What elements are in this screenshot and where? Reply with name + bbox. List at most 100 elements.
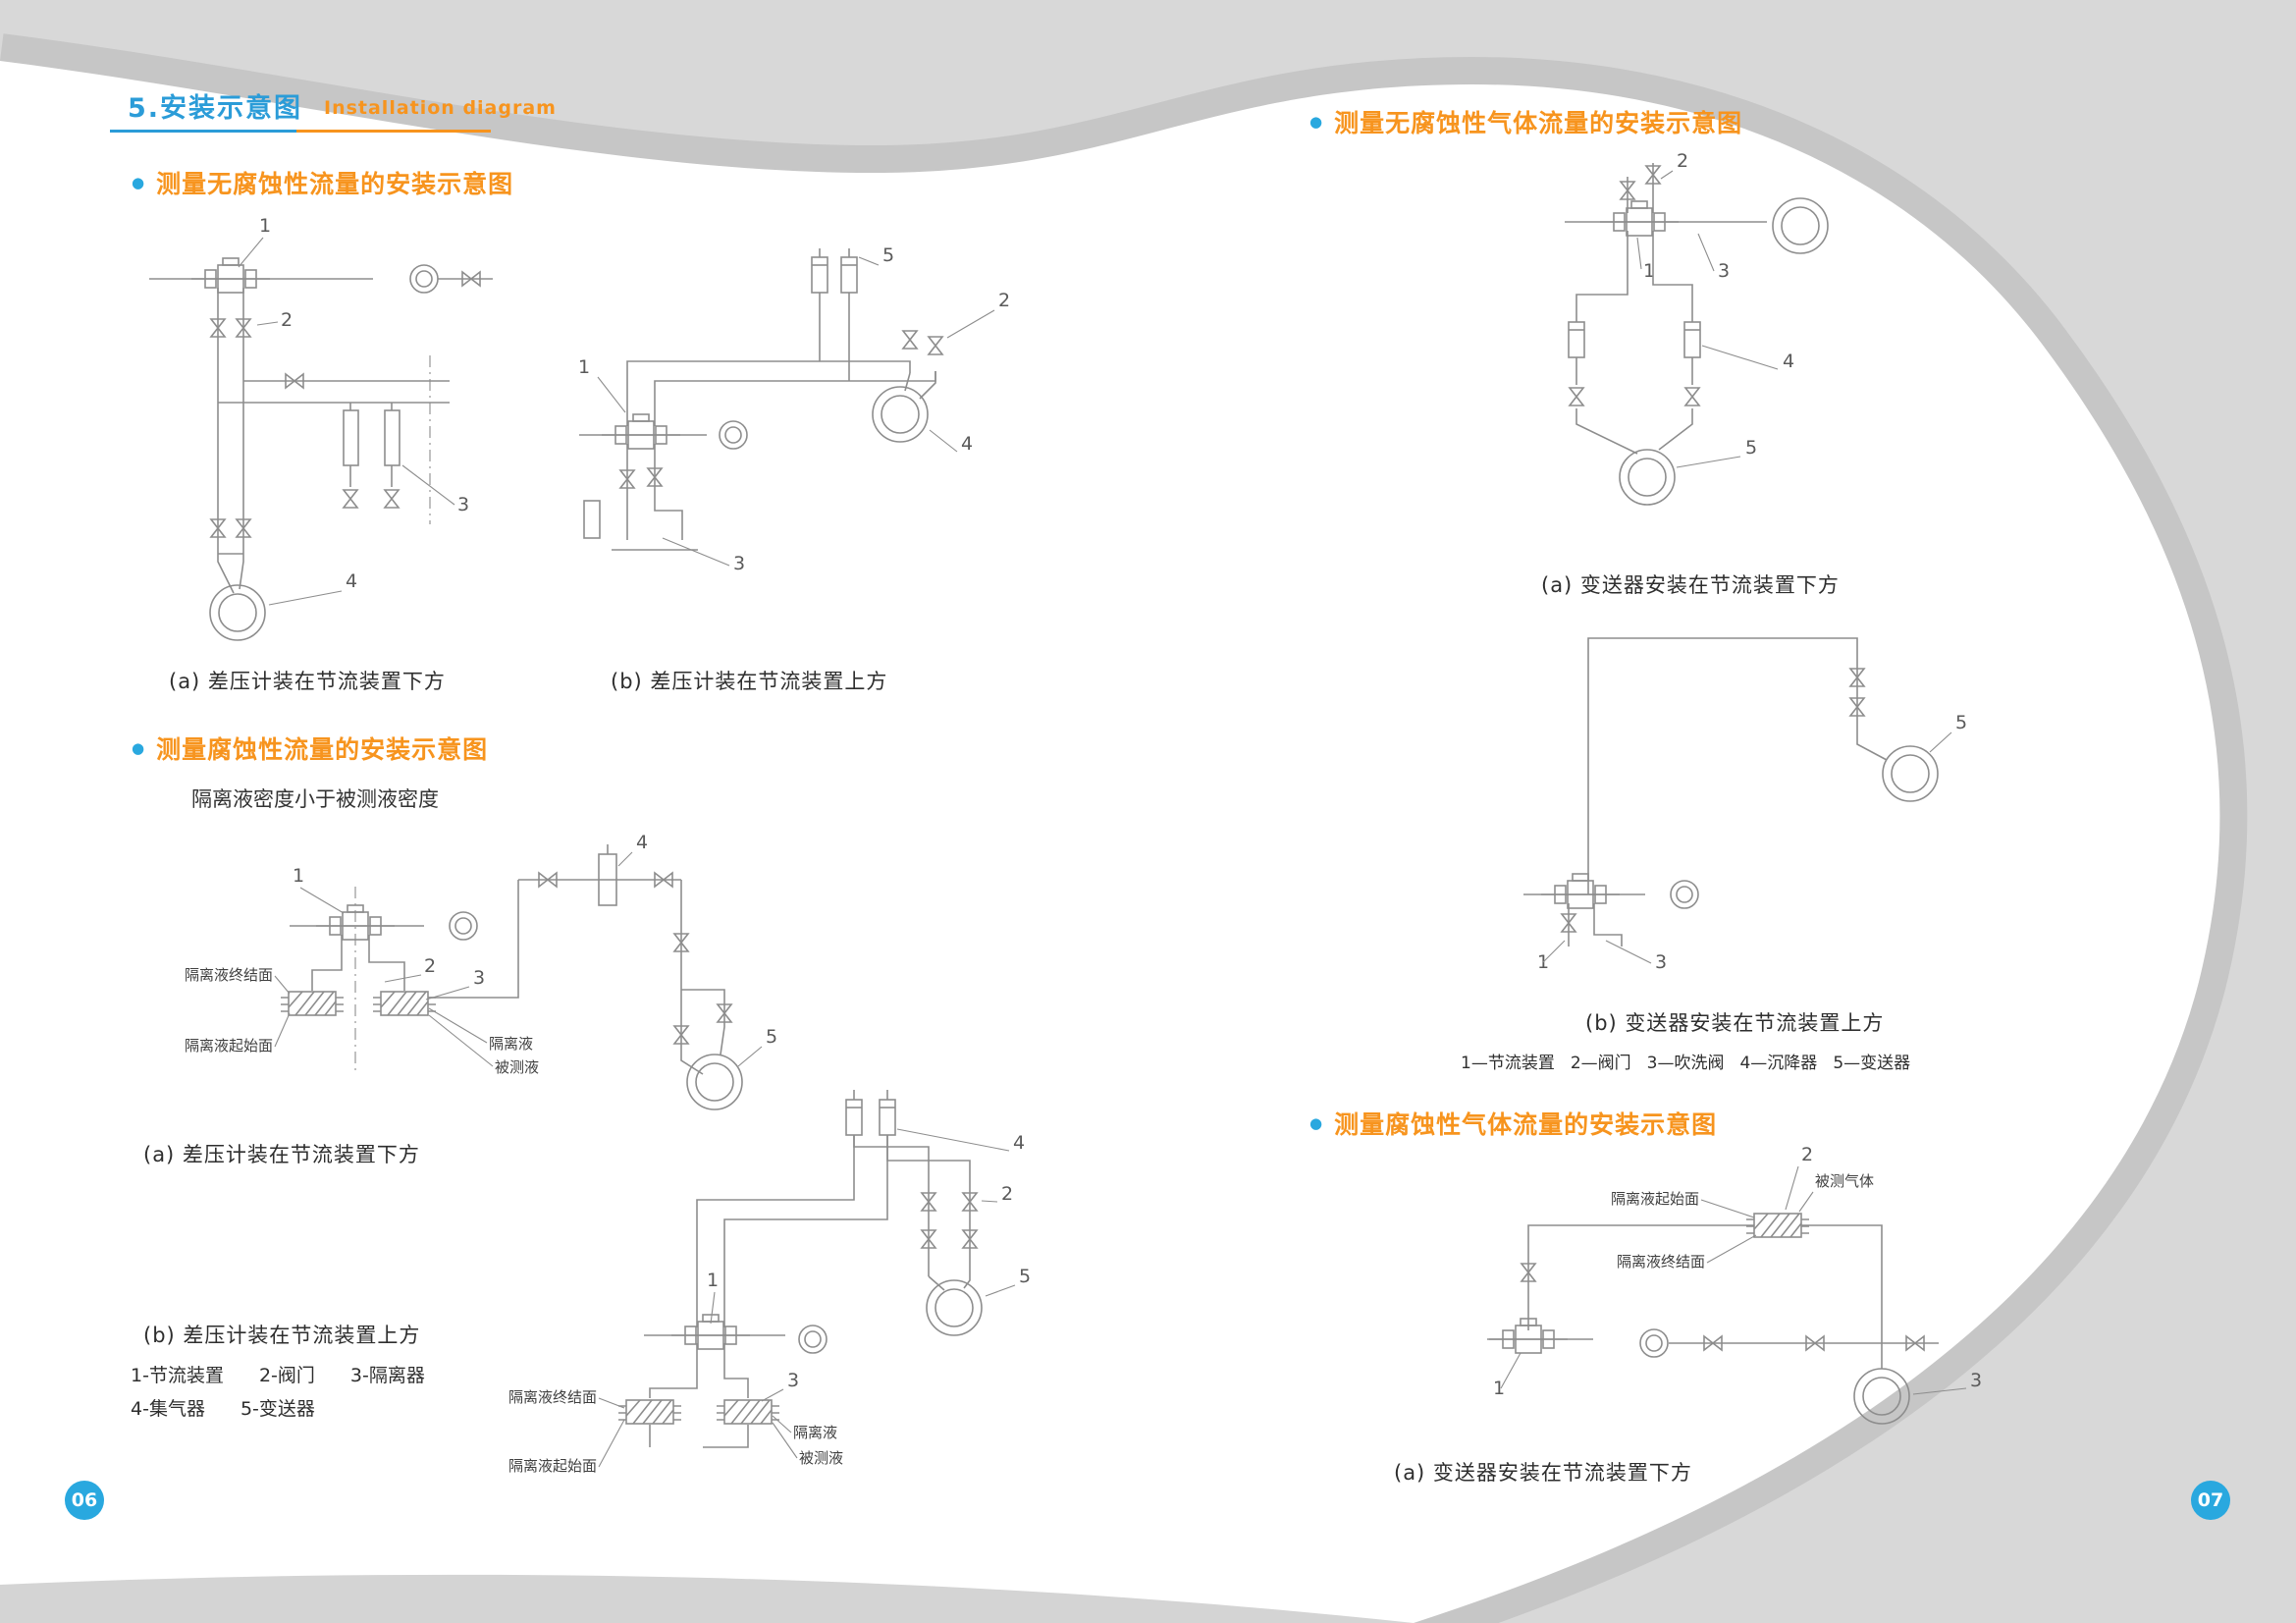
legend-item: 2-阀门	[258, 1365, 315, 1386]
leader-line	[1542, 940, 1566, 963]
orifice-icon	[1599, 200, 1680, 237]
leader-line	[985, 1284, 1016, 1297]
figure-number: 1	[1493, 1378, 1505, 1399]
pipe-line	[1856, 727, 1888, 761]
leader-line	[858, 256, 880, 266]
valve-icon	[1684, 387, 1700, 406]
impulse-lines	[1587, 637, 1858, 894]
impulse-lines	[217, 288, 244, 594]
section-title-text: 测量无腐蚀性气体流量的安装示意图	[1334, 109, 1743, 137]
legend-item: 4-集气器	[131, 1398, 205, 1420]
figure-number: 4	[1013, 1132, 1025, 1154]
figure-number: 3	[733, 553, 745, 574]
section-title-text: 测量无腐蚀性流量的安装示意图	[156, 170, 514, 198]
iso-start-label: 隔离液起始面	[185, 1037, 273, 1055]
figure-number: 2	[1801, 1144, 1813, 1165]
pipe-line	[681, 989, 725, 1055]
legend-item: 4—沉降器	[1739, 1054, 1818, 1073]
impulse-lines	[626, 360, 936, 426]
figure-caption-r1a: (a) 变送器安装在节流装置下方	[1541, 573, 1840, 597]
diagram-r2a: 1 被测气体 2 隔离液起始面 隔离液终结面 3	[1487, 1144, 1982, 1425]
figure-number: 3	[1655, 951, 1667, 973]
white-page-area	[0, 61, 2220, 1623]
impulse-lines	[1575, 231, 1693, 322]
leader-line	[710, 1291, 716, 1325]
leader-line	[737, 1046, 763, 1067]
figure-caption-l2a: (a) 差压计装在节流装置下方	[143, 1143, 420, 1166]
leader-line	[274, 1012, 291, 1048]
figure-number: 5	[1955, 712, 1967, 733]
transmitter-icon	[926, 1279, 983, 1336]
transmitter-icon	[209, 584, 266, 641]
pipe-line	[1575, 357, 1693, 385]
legend-item: 1—节流装置	[1461, 1054, 1555, 1073]
leader-line	[384, 974, 422, 983]
figure-number: 2	[998, 290, 1010, 311]
header-underline	[110, 130, 491, 133]
leader-line	[1605, 940, 1652, 964]
impulse-lines	[311, 935, 405, 991]
pipe-line	[680, 880, 704, 1075]
legend-left-row2: 4-集气器 5-变送器	[131, 1394, 350, 1421]
legend-left-row1: 1-节流装置 2-阀门 3-隔离器	[131, 1361, 460, 1387]
figure-number: 5	[1745, 437, 1757, 459]
collector-pot-icon	[811, 256, 828, 294]
figure-caption-l2b: (b) 差压计装在节流装置上方	[143, 1324, 421, 1347]
pipe-line	[853, 1135, 971, 1276]
leader-line	[428, 1007, 488, 1044]
iso-label: 隔离液	[793, 1424, 837, 1441]
leader-line	[929, 429, 958, 453]
section-title-corrosive-liquid: ● 测量腐蚀性流量的安装示意图	[132, 730, 488, 766]
leader-line	[1929, 731, 1952, 753]
collector-pot-icon	[840, 256, 858, 294]
leader-line	[772, 1422, 798, 1459]
flange-icon	[798, 1325, 828, 1354]
figure-number: 4	[961, 433, 973, 455]
flange-icon	[719, 420, 748, 450]
section-title-noncorrosive-gas: ● 测量无腐蚀性气体流量的安装示意图	[1309, 104, 1742, 139]
diagram-r1b: 5 1 3	[1523, 637, 1967, 973]
figure-caption-l1b: (b) 差压计装在节流装置上方	[611, 670, 888, 693]
figure-number: 1	[1643, 260, 1655, 282]
leader-line	[772, 1415, 792, 1434]
leader-line	[981, 1200, 998, 1203]
vessel-icon	[384, 409, 400, 466]
legend-item: 5—变送器	[1833, 1054, 1911, 1073]
diagram-l2a: 1 2 3 隔离液终结面 隔离液起始面 隔离液 被测液 4 5	[185, 832, 777, 1110]
valve-icon	[1569, 387, 1584, 406]
legend-item: 3-隔离器	[349, 1365, 425, 1386]
section-title-noncorrosive-liquid: ● 测量无腐蚀性流量的安装示意图	[132, 165, 513, 200]
isolation-pot-icon	[1745, 1213, 1810, 1238]
leader-line	[1660, 170, 1674, 180]
transmitter-icon	[872, 386, 929, 443]
figure-number: 4	[636, 832, 648, 853]
figure-number: 2	[424, 955, 436, 977]
settling-pot-icon	[1568, 321, 1585, 358]
figure-number: 3	[1970, 1370, 1982, 1391]
figure-number: 4	[1783, 351, 1794, 372]
flange-icon	[449, 911, 478, 941]
vessel-icon	[343, 409, 359, 466]
drain-lines	[1568, 903, 1623, 947]
impulse-lines	[696, 1135, 888, 1327]
collector-pot-icon	[845, 1099, 863, 1136]
legend-item: 3—吹洗阀	[1646, 1054, 1725, 1073]
bullet-icon: ●	[132, 173, 145, 191]
pipe-line	[928, 1269, 971, 1291]
section-title-text: 测量腐蚀性气体流量的安装示意图	[1334, 1110, 1718, 1139]
leader-line	[597, 376, 626, 413]
collector-pot-icon	[879, 1099, 896, 1136]
figure-number: 1	[293, 865, 304, 887]
orifice-icon	[1540, 873, 1621, 909]
leader-line	[598, 1397, 625, 1409]
figure-number: 2	[281, 309, 293, 331]
leader-line	[1700, 1199, 1755, 1218]
leader-line	[274, 975, 291, 995]
drain-lines	[649, 1425, 749, 1448]
transmitter-icon	[1853, 1368, 1910, 1425]
leader-line	[1697, 233, 1715, 272]
iso-start-label: 隔离液起始面	[508, 1457, 597, 1475]
figure-number: 5	[882, 244, 894, 266]
figure-caption-r2a: (a) 变送器安装在节流装置下方	[1394, 1461, 1692, 1485]
